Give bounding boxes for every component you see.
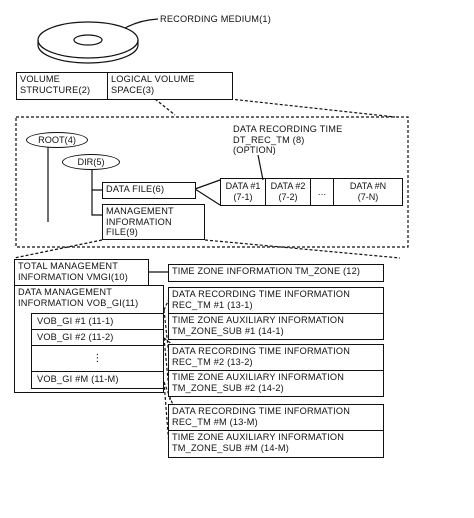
rec-tm-box-2: DATA RECORDING TIME INFORMATION REC_TM #… xyxy=(168,344,384,371)
volume-structure-box: VOLUME STRUCTURE(2) xyxy=(16,72,108,100)
data-cell-ellipsis: … xyxy=(311,179,334,205)
data-cell: DATA #1 (7-1) xyxy=(221,179,266,205)
tm-zone-box: TIME ZONE INFORMATION TM_ZONE (12) xyxy=(168,264,384,282)
data-file-box: DATA FILE(6) xyxy=(102,182,196,199)
vob-gi-item: VOB_GI #M (11-M) xyxy=(31,371,164,389)
root-node: ROOT(4) xyxy=(26,132,88,148)
data-cell: DATA #2 (7-2) xyxy=(266,179,311,205)
vob-gi-item: VOB_GI #2 (11-2) xyxy=(31,329,164,346)
management-info-file-box: MANAGEMENT INFORMATION FILE(9) xyxy=(102,204,205,240)
vob-gi-item-ellipsis: ⋮ xyxy=(31,345,164,372)
recording-medium-label: RECORDING MEDIUM(1) xyxy=(160,14,271,24)
tm-zone-sub-box-2: TIME ZONE AUXILIARY INFORMATION TM_ZONE_… xyxy=(168,370,384,397)
rec-tm-box-m: DATA RECORDING TIME INFORMATION REC_TM #… xyxy=(168,404,384,431)
tm-zone-sub-box-1: TIME ZONE AUXILIARY INFORMATION TM_ZONE_… xyxy=(168,313,384,340)
logical-volume-space-box: LOGICAL VOLUME SPACE(3) xyxy=(107,72,233,100)
dir-node: DIR(5) xyxy=(62,154,120,170)
vob-gi-box: DATA MANAGEMENT INFORMATION VOB_GI(11) V… xyxy=(14,285,164,393)
rec-tm-box-1: DATA RECORDING TIME INFORMATION REC_TM #… xyxy=(168,287,384,314)
vob-gi-heading: DATA MANAGEMENT INFORMATION VOB_GI(11) xyxy=(18,287,139,308)
tm-zone-sub-box-m: TIME ZONE AUXILIARY INFORMATION TM_ZONE_… xyxy=(168,430,384,458)
dt-rec-tm-label: DATA RECORDING TIME DT_REC_TM (8) (OPTIO… xyxy=(233,124,343,155)
data-cell-row: DATA #1 (7-1) DATA #2 (7-2) … DATA #N (7… xyxy=(220,178,403,206)
data-cell: DATA #N (7-N) xyxy=(349,181,387,202)
vmgi-box: TOTAL MANAGEMENT INFORMATION VMGI(10) xyxy=(14,259,149,286)
vob-gi-item: VOB_GI #1 (11-1) xyxy=(31,313,164,330)
